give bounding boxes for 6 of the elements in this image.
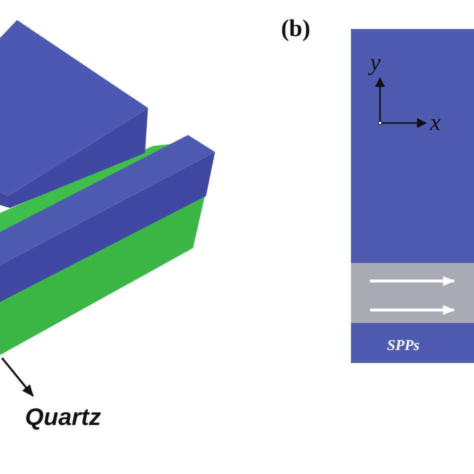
axis-label: x: [430, 110, 441, 137]
leader-line: [1, 357, 34, 397]
panel-label: (b): [281, 16, 310, 43]
wave-label: SPPs: [387, 338, 420, 355]
material-label: Quartz: [25, 404, 102, 432]
axis-label: y: [370, 50, 381, 77]
